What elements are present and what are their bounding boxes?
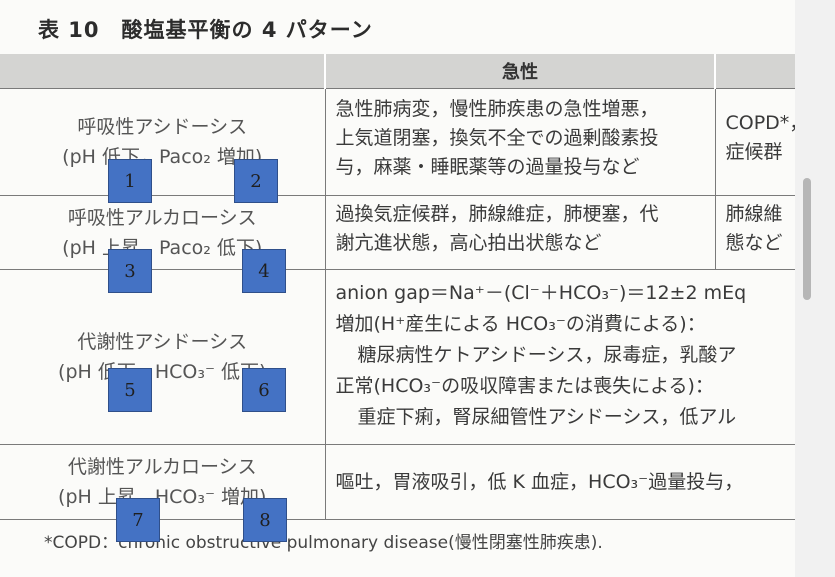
number-badge-7[interactable]: 7 [116, 498, 160, 542]
document-page: 表 10 酸塩基平衡の 4 パターン 急性 呼吸性アシドーシス (pH 低下，P… [0, 18, 795, 553]
pattern-cell: 代謝性アシドーシス (pH 低下，HCO₃⁻ 低下) [0, 269, 325, 445]
acute-cell: 過換気症候群，肺線維症，肺梗塞，代 謝亢進状態，高心拍出状態など [324, 195, 715, 270]
number-badge-4[interactable]: 4 [242, 249, 286, 293]
chronic-line: 態など [725, 232, 783, 254]
chronic-line: 症候群 [725, 141, 783, 163]
acid-base-table: 急性 呼吸性アシドーシス (pH 低下，Paco₂ 増加) 急性肺病変，慢性肺疾… [0, 54, 795, 520]
number-badge-8[interactable]: 8 [243, 498, 287, 542]
chronic-cell: COPD*， 症候群 [714, 88, 796, 196]
pattern-subtitle: (pH 上昇，HCO₃⁻ 増加) [58, 486, 267, 508]
header-chronic [714, 54, 795, 89]
table-row: 代謝性アルカローシス (pH 上昇，HCO₃⁻ 増加) 嘔吐，胃液吸引，低 K … [0, 444, 795, 520]
acute-line: 正常(HCO₃⁻の吸収障害または喪失による)： [335, 375, 714, 397]
pattern-name: 呼吸性アルカローシス [67, 206, 257, 229]
acute-line: 上気道閉塞，換気不全での過剰酸素投 [335, 127, 659, 149]
pattern-name: 呼吸性アシドーシス [77, 116, 248, 138]
acute-line: 重症下痢，腎尿細管性アシドーシス，低アル [357, 406, 737, 428]
number-badge-2[interactable]: 2 [234, 159, 278, 203]
acute-line: 謝亢進状態，高心拍出状態など [335, 232, 602, 254]
scrollbar-track[interactable] [795, 0, 835, 577]
chronic-line: COPD*， [725, 112, 796, 134]
acute-line: 与，麻薬・睡眠薬等の過量投与など [335, 156, 640, 178]
acute-line: 増加(H⁺産生による HCO₃⁻の消費による)： [335, 313, 706, 335]
acute-cell: 急性肺病変，慢性肺疾患の急性増悪， 上気道閉塞，換気不全での過剰酸素投 与，麻薬… [324, 88, 715, 196]
acute-cell: anion gap＝Na⁺－(Cl⁻＋HCO₃⁻)＝12±2 mEq 増加(H⁺… [324, 269, 795, 445]
pattern-name: 代謝性アルカローシス [67, 456, 257, 478]
number-badge-5[interactable]: 5 [108, 368, 152, 412]
number-badge-1[interactable]: 1 [108, 159, 152, 203]
acute-line: 嘔吐，胃液吸引，低 K 血症，HCO₃⁻過量投与， [335, 470, 744, 493]
number-badge-3[interactable]: 3 [108, 249, 152, 293]
header-acute: 急性 [324, 54, 715, 89]
acute-line: 過換気症候群，肺線維症，肺梗塞，代 [335, 203, 659, 225]
acute-cell: 嘔吐，胃液吸引，低 K 血症，HCO₃⁻過量投与， [324, 444, 795, 520]
table-row: 代謝性アシドーシス (pH 低下，HCO₃⁻ 低下) anion gap＝Na⁺… [0, 269, 795, 445]
chronic-line: 肺線維 [725, 203, 783, 225]
footnote: *COPD：chronic obstructive pulmonary dise… [44, 533, 603, 553]
table-row: 呼吸性アシドーシス (pH 低下，Paco₂ 増加) 急性肺病変，慢性肺疾患の急… [0, 88, 796, 196]
pattern-name: 代謝性アシドーシス [77, 331, 248, 353]
acute-line: 糖尿病性ケトアシドーシス，尿毒症，乳酸ア [357, 344, 737, 366]
number-badge-6[interactable]: 6 [242, 368, 286, 412]
header-pattern [0, 54, 325, 89]
acute-line: anion gap＝Na⁺－(Cl⁻＋HCO₃⁻)＝12±2 mEq [335, 282, 747, 304]
chronic-cell: 肺線維 態など [714, 195, 795, 270]
table-row: 呼吸性アルカローシス (pH 上昇，Paco₂ 低下) 過換気症候群，肺線維症，… [0, 195, 795, 270]
acute-line: 急性肺病変，慢性肺疾患の急性増悪， [335, 98, 659, 120]
scrollbar-thumb[interactable] [803, 178, 811, 300]
table-title: 表 10 酸塩基平衡の 4 パターン [38, 18, 373, 42]
